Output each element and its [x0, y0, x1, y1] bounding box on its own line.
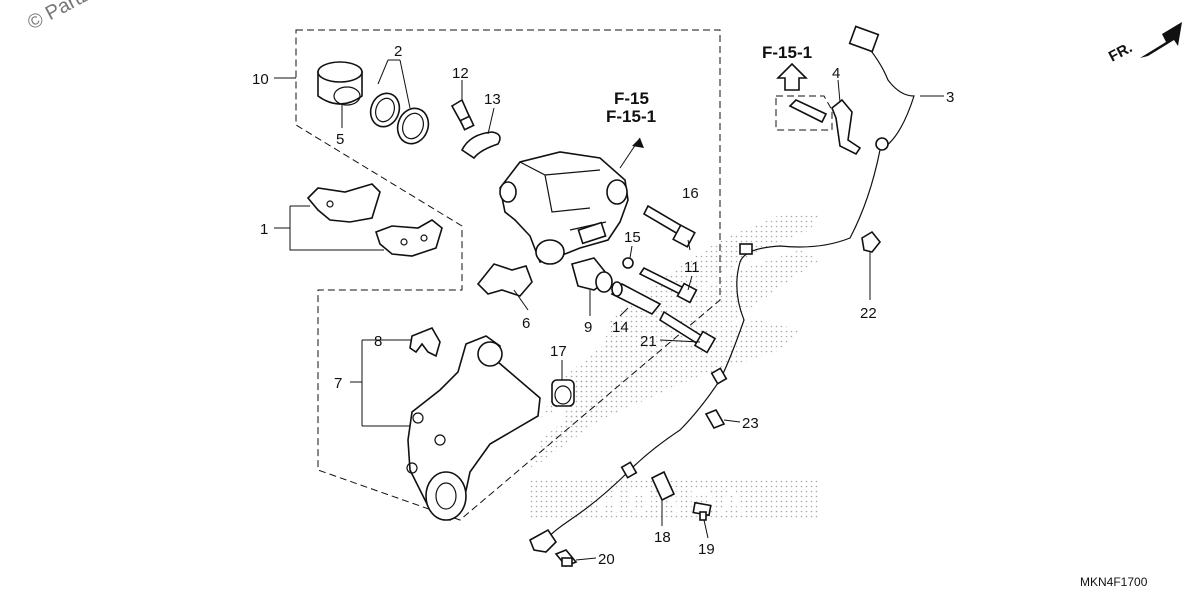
wire-grommet-23 [704, 408, 726, 430]
brake-pads [306, 183, 443, 257]
honda-logo-watermark: HONDA [528, 215, 820, 520]
callout-11: 11 [684, 259, 700, 276]
caliper-reference-2: F-15-1 [606, 107, 656, 126]
callout-12: 12 [452, 65, 469, 82]
callout-6: 6 [522, 315, 530, 332]
wire-clip-22 [861, 230, 882, 253]
bleeder-cap [460, 131, 501, 160]
callout-19: 19 [698, 541, 715, 558]
wire-clamp-18 [650, 470, 676, 502]
diagram-code: MKN4F1700 [1080, 575, 1148, 589]
callout-17: 17 [550, 343, 567, 360]
callout-13: 13 [484, 91, 501, 108]
piston [317, 61, 363, 106]
callout-22: 22 [860, 305, 877, 322]
front-direction-arrow: FR. [1106, 22, 1182, 66]
caliper-body [499, 151, 629, 265]
pad-spring [476, 263, 533, 297]
pin-sleeve [610, 281, 662, 316]
reference-arrow [776, 62, 808, 91]
callout-8: 8 [374, 333, 382, 350]
bracket-bolt [658, 310, 717, 354]
piston-seals [369, 92, 430, 145]
callout-14: 14 [612, 319, 629, 336]
callout-15: 15 [624, 229, 641, 246]
washer [622, 257, 634, 269]
bracket-reference: F-15-1 [762, 43, 812, 62]
bolt-19 [692, 501, 712, 521]
callout-3: 3 [946, 89, 954, 106]
bracket-ref-box [775, 95, 833, 131]
watermark-text: © Partzilla [24, 0, 116, 34]
honda-logo-text: HONDA [596, 482, 751, 520]
sensor-stay [831, 98, 862, 156]
callout-labels: 10 2 5 12 13 1 6 8 7 9 14 15 16 11 21 17… [252, 43, 954, 568]
callout-16: 16 [682, 185, 699, 202]
svg-text:FR.: FR. [1106, 39, 1135, 65]
caliper-pin [642, 204, 696, 248]
callout-4: 4 [832, 65, 840, 82]
caliper-bracket [406, 335, 541, 522]
callout-23: 23 [742, 415, 759, 432]
retainer-clip [409, 326, 441, 358]
callout-7: 7 [334, 375, 342, 392]
bolt-20 [554, 549, 578, 567]
callout-2: 2 [394, 43, 402, 60]
wheel-speed-sensor [528, 25, 915, 553]
pin-boot [571, 257, 613, 293]
callout-9: 9 [584, 319, 592, 336]
bracket-grommet [551, 379, 575, 407]
callout-20: 20 [598, 551, 615, 568]
bleeder-valve [450, 98, 475, 131]
callout-10: 10 [252, 71, 269, 88]
sensor-stay-bolt [788, 99, 828, 124]
callout-1: 1 [260, 221, 268, 238]
callout-5: 5 [336, 131, 344, 148]
caliper-reference-1: F-15 [614, 89, 649, 108]
pin-bolt [638, 266, 698, 304]
callout-21: 21 [640, 333, 657, 350]
leader-lines [274, 59, 944, 561]
callout-18: 18 [654, 529, 671, 546]
